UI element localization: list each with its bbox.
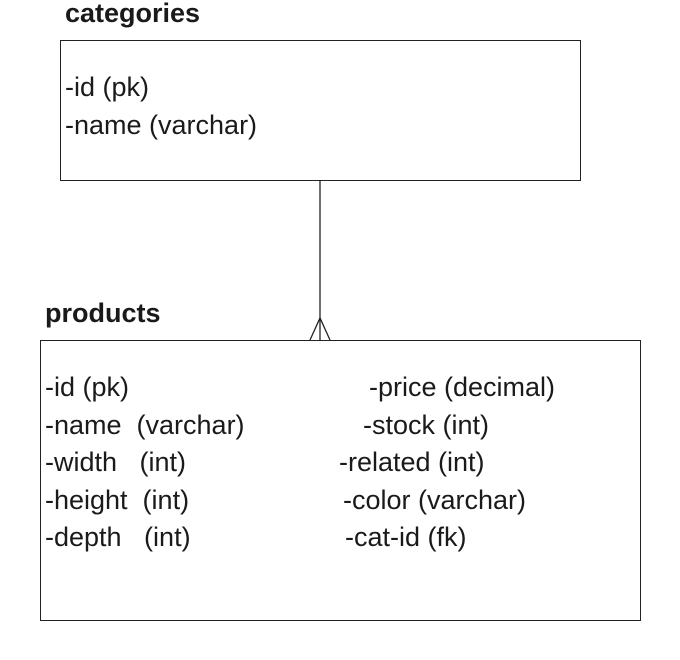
products-field-stock: -stock (int) bbox=[363, 410, 490, 440]
products-field-related: -related (int) bbox=[339, 447, 485, 477]
products-field-height: -height (int) bbox=[45, 485, 190, 515]
products-title: products bbox=[45, 298, 161, 328]
products-field-width: -width (int) bbox=[45, 447, 187, 477]
products-field-price: -price (decimal) bbox=[369, 372, 556, 402]
products-field-color: -color (varchar) bbox=[343, 485, 527, 515]
categories-entity-box: -id (pk) -name (varchar) bbox=[60, 40, 581, 181]
crows-foot-icon bbox=[309, 316, 331, 341]
products-field-id: -id (pk) bbox=[45, 372, 130, 402]
categories-field-name: -name (varchar) bbox=[65, 110, 258, 140]
categories-field-id: -id (pk) bbox=[65, 72, 150, 102]
categories-title: categories bbox=[65, 0, 201, 28]
products-entity-box: -id (pk) -name (varchar) -width (int) -h… bbox=[40, 340, 641, 621]
products-field-name: -name (varchar) bbox=[45, 410, 245, 440]
products-field-cat-id: -cat-id (fk) bbox=[345, 522, 467, 552]
products-field-depth: -depth (int) bbox=[45, 522, 191, 552]
